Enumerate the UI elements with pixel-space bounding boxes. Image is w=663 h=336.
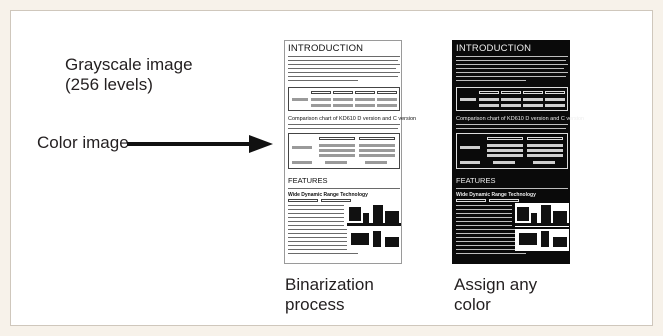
document-section-heading: Comparison chart of KD610 D version and … bbox=[456, 116, 585, 122]
label-binarization-process: Binarization process bbox=[285, 275, 374, 314]
document-features-heading: FEATURES bbox=[456, 176, 496, 185]
document-features-heading: FEATURES bbox=[288, 176, 328, 185]
document-title: INTRODUCTION bbox=[456, 43, 532, 54]
label-grayscale-image: Grayscale image (256 levels) bbox=[65, 55, 193, 94]
document-feature-title: Wide Dynamic Range Technology bbox=[288, 192, 368, 198]
document-feature-title: Wide Dynamic Range Technology bbox=[456, 192, 536, 198]
spec-table bbox=[456, 87, 568, 111]
label-color-image: Color image bbox=[37, 133, 129, 152]
comparison-table bbox=[288, 133, 400, 169]
binarized-document: INTRODUCTION Comparison chart of KD610 D… bbox=[284, 40, 416, 264]
sample-photo-small bbox=[515, 229, 569, 251]
sample-photo bbox=[515, 203, 569, 227]
document-title: INTRODUCTION bbox=[288, 43, 364, 54]
arrow-icon bbox=[127, 135, 273, 153]
comparison-table bbox=[456, 133, 568, 169]
sample-photo-small bbox=[347, 229, 401, 251]
document-section-heading: Comparison chart of KD610 D version and … bbox=[288, 116, 417, 122]
color-assigned-document: INTRODUCTION Comparison chart of KD610 D… bbox=[452, 40, 584, 264]
sample-photo bbox=[347, 203, 401, 227]
spec-table bbox=[288, 87, 400, 111]
label-assign-any-color: Assign any color bbox=[454, 275, 538, 314]
